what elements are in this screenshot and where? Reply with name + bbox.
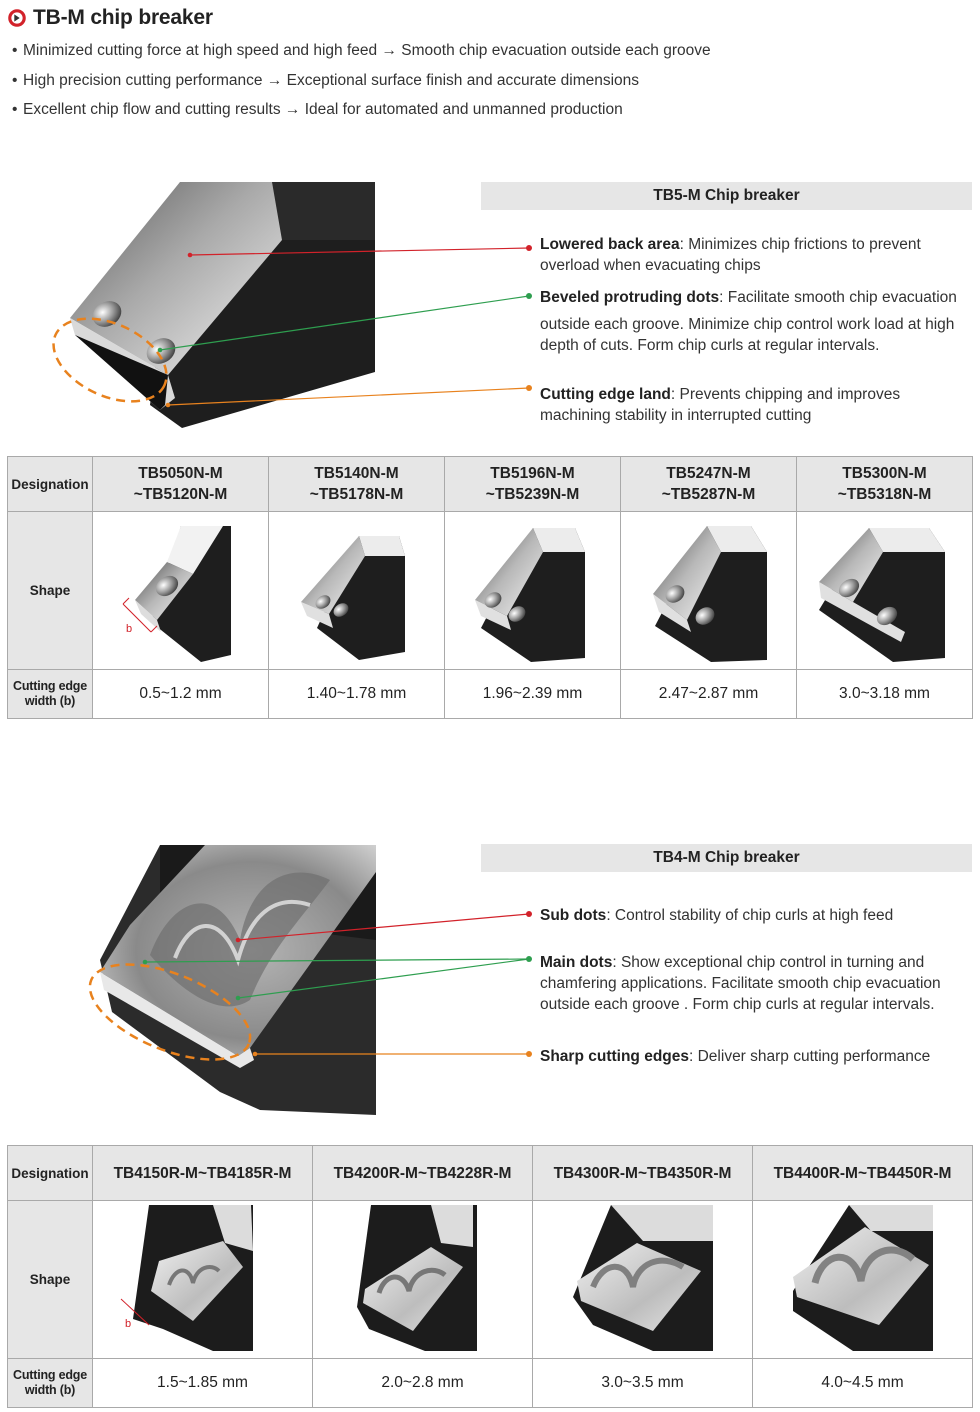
insert-shape-image [475, 528, 585, 662]
tb5-callout-edge-land: Cutting edge land: Prevents chipping and… [540, 386, 901, 424]
designation-header: Designation [7, 1145, 93, 1201]
cutting-edge-width-header: Cutting edge width (b) [7, 1358, 93, 1408]
page-title: TB-M chip breaker [33, 6, 213, 29]
designation-cell: TB5300N-M~TB5318N-M [796, 456, 973, 512]
tb5-callout-beveled-dots-cont: outside each groove. Minimize chip contr… [540, 316, 955, 354]
insert-shape-image: b [120, 1205, 253, 1351]
tb4-callout-sharp-edges: Sharp cutting edges: Deliver sharp cutti… [540, 1048, 931, 1065]
tb5-insert-illustration [52, 182, 532, 428]
designation-cell: TB4300R-M~TB4350R-M [532, 1145, 753, 1201]
circle-arrow-icon [8, 9, 26, 27]
insert-shape-image [301, 536, 405, 660]
insert-shape-image [653, 526, 767, 662]
shape-cell: b [92, 1200, 313, 1359]
width-value: 3.0~3.5 mm [532, 1358, 753, 1408]
designation-cell: TB4400R-M~TB4450R-M [752, 1145, 973, 1201]
insert-shape-image [573, 1205, 713, 1351]
width-value: 1.5~1.85 mm [92, 1358, 313, 1408]
page-header: TB-M chip breaker [8, 6, 213, 30]
insert-shape-image [357, 1205, 477, 1351]
designation-cell: TB5140N-M~TB5178N-M [268, 456, 445, 512]
designation-cell: TB4150R-M~TB4185R-M [92, 1145, 313, 1201]
shape-cell [796, 511, 973, 670]
width-value: 1.40~1.78 mm [268, 669, 445, 719]
cutting-edge-width-header: Cutting edge width (b) [7, 669, 93, 719]
tb5-spec-table: Designation TB5050N-M~TB5120N-M TB5140N-… [7, 456, 973, 719]
tb4-section-title: TB4-M Chip breaker [481, 844, 972, 872]
designation-cell: TB5247N-M~TB5287N-M [620, 456, 797, 512]
tb5-callout-beveled-dots: Beveled protruding dots: Facilitate smoo… [540, 289, 957, 306]
b-dimension-label: b [125, 1318, 131, 1330]
insert-shape-image: b [122, 526, 231, 662]
width-value: 2.47~2.87 mm [620, 669, 797, 719]
shape-cell [752, 1200, 973, 1359]
insert-shape-image [793, 1205, 933, 1351]
shape-cell: b [92, 511, 269, 670]
shape-cell [620, 511, 797, 670]
tb4-insert-illustration [88, 845, 532, 1115]
tb4-callout-sub-dots: Sub dots: Control stability of chip curl… [540, 907, 894, 924]
shape-header: Shape [7, 1200, 93, 1359]
tb4-callout-main-dots: Main dots: Show exceptional chip control… [540, 954, 941, 1013]
shape-cell [268, 511, 445, 670]
designation-header: Designation [7, 456, 93, 512]
shape-cell [312, 1200, 533, 1359]
designation-cell: TB4200R-M~TB4228R-M [312, 1145, 533, 1201]
width-value: 0.5~1.2 mm [92, 669, 269, 719]
b-dimension-label: b [126, 623, 132, 635]
width-value: 1.96~2.39 mm [444, 669, 621, 719]
insert-shape-image [819, 528, 945, 662]
width-value: 4.0~4.5 mm [752, 1358, 973, 1408]
designation-cell: TB5050N-M~TB5120N-M [92, 456, 269, 512]
feature-item: •Excellent chip flow and cutting results… [12, 101, 623, 118]
tb5-callout-lowered-back: Lowered back area: Minimizes chip fricti… [540, 236, 921, 274]
feature-item: •High precision cutting performance → Ex… [12, 71, 640, 89]
shape-header: Shape [7, 511, 93, 670]
shape-cell [532, 1200, 753, 1359]
feature-list: •Minimized cutting force at high speed a… [12, 40, 711, 129]
feature-item: •Minimized cutting force at high speed a… [12, 42, 711, 59]
width-value: 2.0~2.8 mm [312, 1358, 533, 1408]
tb4-spec-table: Designation TB4150R-M~TB4185R-M TB4200R-… [7, 1145, 973, 1408]
width-value: 3.0~3.18 mm [796, 669, 973, 719]
tb5-section-title: TB5-M Chip breaker [481, 182, 972, 210]
designation-cell: TB5196N-M~TB5239N-M [444, 456, 621, 512]
shape-cell [444, 511, 621, 670]
